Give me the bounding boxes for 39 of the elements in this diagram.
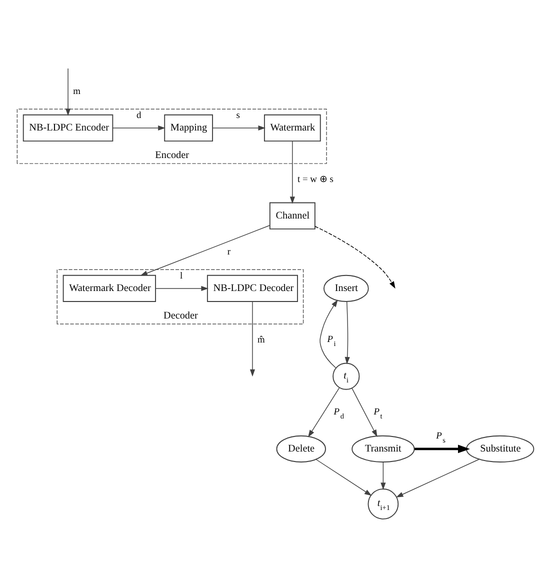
edge-label: m (73, 86, 80, 97)
arrow (65, 68, 71, 116)
arrow (396, 458, 480, 497)
edge-label: m̂ (258, 334, 265, 345)
edge-label: P$_{i}$ (327, 334, 336, 348)
node-ellipse: Delete (276, 434, 326, 462)
arrow (380, 461, 386, 490)
node-box: NB-LDPC Decoder (206, 274, 298, 302)
arrow (308, 387, 340, 437)
edge-label: t = w ⊕ s (298, 174, 334, 184)
edge-label: P$_{d}$ (334, 406, 344, 420)
arrow (314, 226, 396, 288)
node-box: Watermark (264, 114, 321, 142)
arrow (290, 140, 295, 204)
node-circle: t$_{i}$ (332, 362, 360, 390)
arrow (344, 300, 350, 364)
edge-label: l (180, 271, 183, 282)
node-box: Channel (269, 202, 316, 229)
node-circle: t$_{i+1}$ (368, 488, 399, 519)
arrow (316, 458, 372, 496)
node-ellipse: Substitute (466, 434, 534, 462)
node-box: Mapping (164, 114, 213, 142)
arrow (140, 224, 270, 276)
arrow (212, 124, 266, 130)
arrow (155, 285, 208, 290)
edge-label: s (236, 110, 240, 121)
edge-label: d (136, 110, 142, 121)
node-box: Watermark Decoder (62, 274, 156, 302)
node-ellipse: Insert (323, 274, 369, 302)
arrow (320, 299, 338, 368)
node-box: NB-LDPC Encoder (22, 114, 114, 142)
edge-label: r (227, 247, 231, 258)
edge-label: P$_{t}$ (374, 406, 382, 420)
arrow (352, 387, 378, 436)
arrow (250, 300, 256, 376)
arrow (414, 444, 470, 453)
node-ellipse: Transmit (352, 434, 415, 462)
arrow (112, 124, 166, 130)
edge-label: P$_{s}$ (436, 430, 446, 444)
